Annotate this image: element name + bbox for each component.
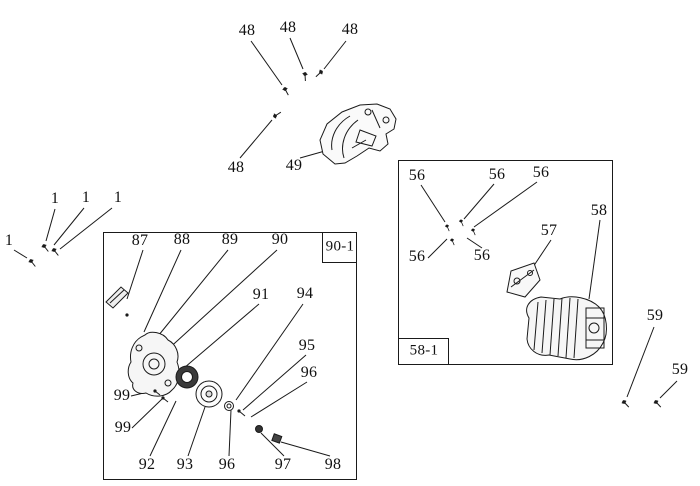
part-label-91: 91 (252, 286, 270, 303)
part-label-98: 98 (324, 456, 342, 473)
part-label-93: 93 (176, 456, 194, 473)
part-label-1-a: 1 (50, 190, 60, 207)
part-label-49: 49 (285, 157, 303, 174)
part-label-57: 57 (540, 222, 558, 239)
part-label-94: 94 (296, 285, 314, 302)
part-label-99-b: 99 (114, 419, 132, 436)
part-label-58: 58 (590, 202, 608, 219)
part-label-48-c: 48 (341, 21, 359, 38)
part-label-1-d: 1 (4, 232, 14, 249)
part-label-48-d: 48 (227, 159, 245, 176)
part-label-56-d: 56 (408, 248, 426, 265)
part-label-56-b: 56 (488, 166, 506, 183)
part-label-96-b: 96 (218, 456, 236, 473)
group-box-58-1 (398, 160, 613, 365)
part-label-97: 97 (274, 456, 292, 473)
part-58-drawing (526, 296, 607, 361)
part-label-89: 89 (221, 231, 239, 248)
part-label-95: 95 (298, 337, 316, 354)
part-label-1-b: 1 (81, 189, 91, 206)
part-label-56-c: 56 (532, 164, 550, 181)
part-label-59-a: 59 (646, 307, 664, 324)
leader-lines (13, 37, 678, 457)
part-label-92: 92 (138, 456, 156, 473)
part-label-87: 87 (131, 232, 149, 249)
part-90-assembly-drawing (105, 286, 283, 444)
part-57-drawing (506, 262, 541, 298)
group-label-90-1: 90-1 (325, 238, 355, 255)
part-label-88: 88 (173, 231, 191, 248)
part-label-96-a: 96 (300, 364, 318, 381)
part-label-1-c: 1 (113, 189, 123, 206)
part-label-59-b: 59 (671, 361, 689, 378)
part-label-99-a: 99 (113, 387, 131, 404)
part-label-48-b: 48 (279, 19, 297, 36)
part-label-48-a: 48 (238, 22, 256, 39)
part-label-90: 90 (271, 231, 289, 248)
group-box-90-1 (103, 232, 357, 480)
part-label-56-a: 56 (408, 167, 426, 184)
part-label-56-e: 56 (473, 247, 491, 264)
part-49-drawing (319, 103, 397, 165)
group-label-58-1: 58-1 (409, 342, 439, 359)
